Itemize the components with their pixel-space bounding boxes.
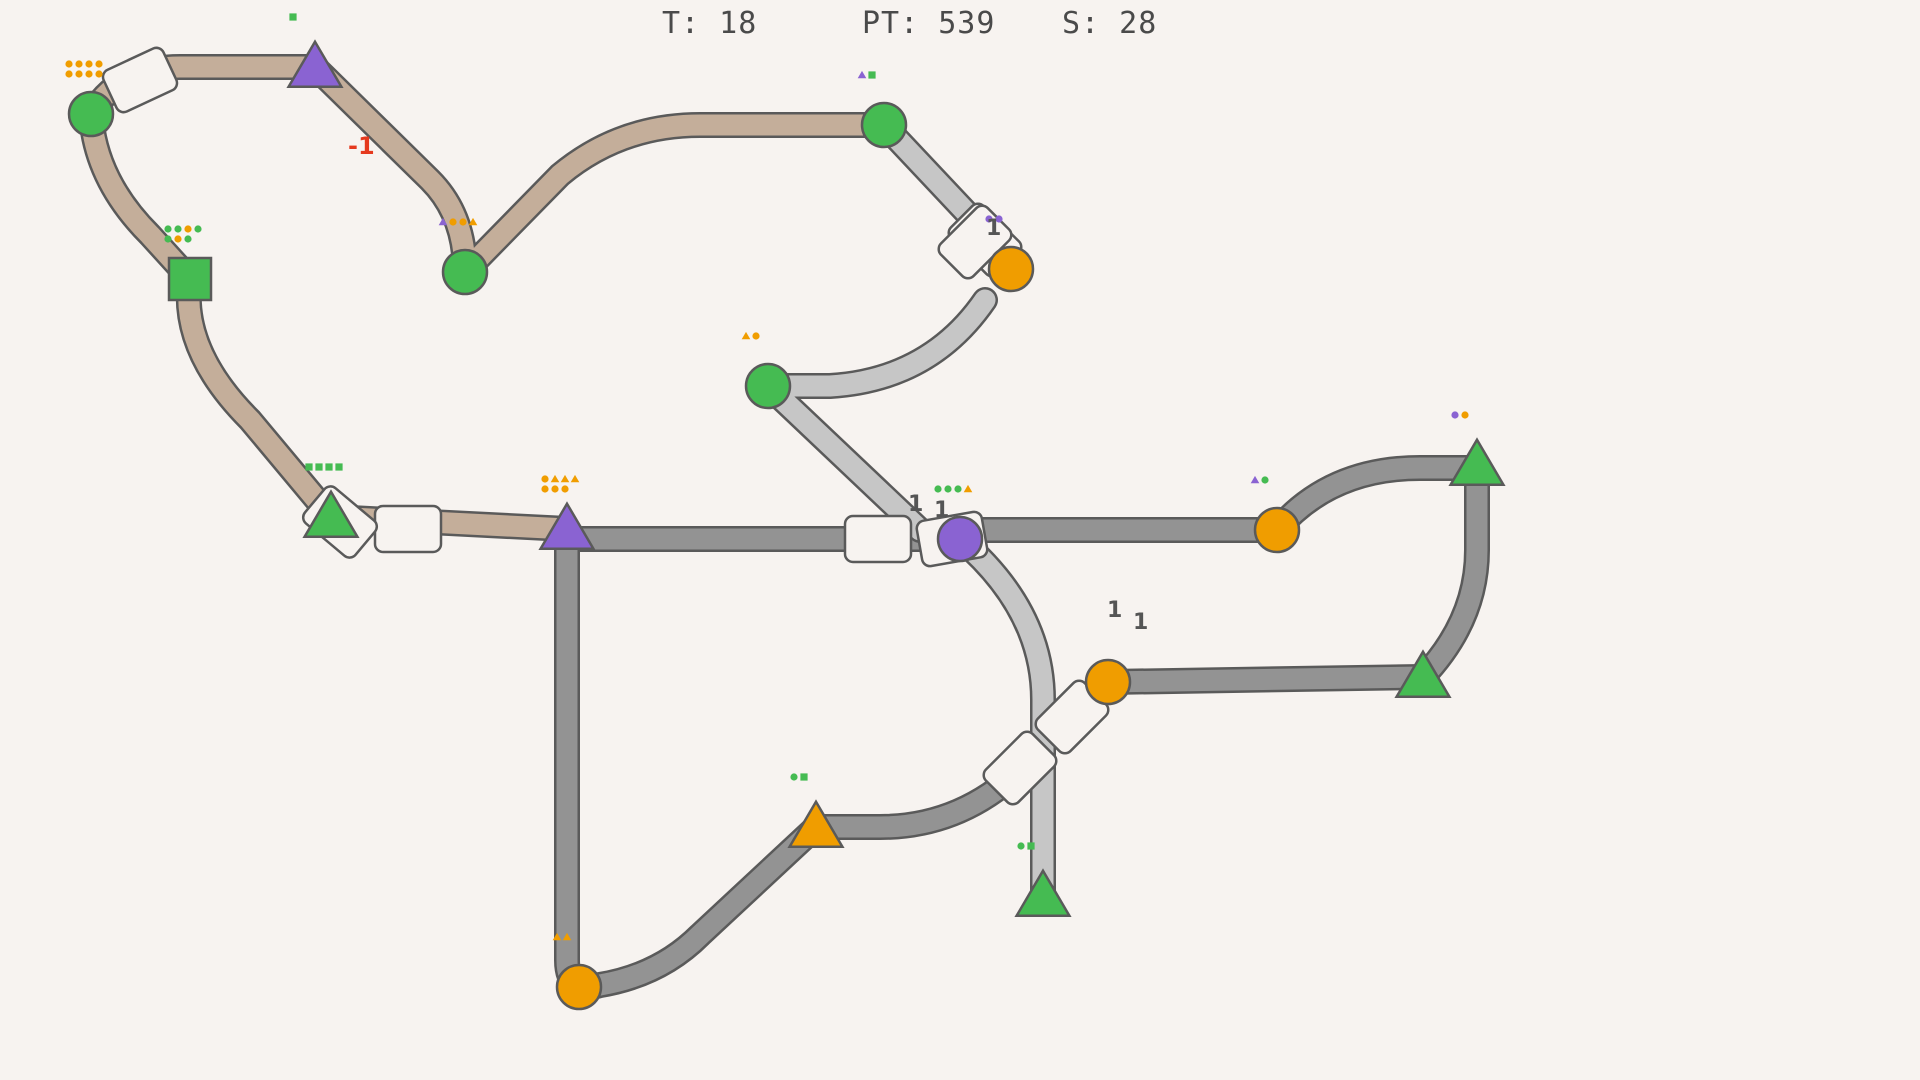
station-triangle-green[interactable] [302, 489, 360, 539]
passenger-circle-icon [184, 235, 192, 243]
passenger-circle-icon [934, 485, 942, 493]
line-dark-outline [554, 526, 1033, 1001]
penalty-popup: -1 [348, 132, 375, 160]
station-circle-orange[interactable] [1253, 506, 1301, 554]
passenger-circle-icon [75, 70, 83, 78]
passenger-square-icon [335, 463, 343, 471]
station-circle-green[interactable] [67, 90, 115, 138]
passenger-circle-icon [985, 215, 993, 223]
train[interactable] [980, 728, 1059, 807]
passenger-circle-icon [65, 70, 73, 78]
passenger-circle-icon [75, 60, 83, 68]
passenger-triangle-icon [1250, 475, 1260, 484]
station-triangle-green[interactable] [1014, 868, 1072, 918]
passenger-circle-icon [449, 218, 457, 226]
passenger-triangle-icon [468, 217, 478, 226]
passenger-circle-icon [174, 225, 182, 233]
station-circle-orange[interactable] [1084, 658, 1132, 706]
train-count-label: 1 [908, 492, 924, 517]
station-square-green[interactable] [167, 256, 213, 302]
passenger-circle-icon [1451, 411, 1459, 419]
train[interactable] [843, 514, 913, 564]
train-count-label: 1 [1133, 610, 1149, 635]
passenger-square-icon [1027, 842, 1035, 850]
passenger-square-icon [868, 71, 876, 79]
passenger-circle-icon [164, 235, 172, 243]
score-counter: S: 28 [1062, 6, 1158, 41]
passenger-square-icon [800, 773, 808, 781]
passenger-circle-icon [164, 225, 172, 233]
station-circle-purple[interactable] [936, 515, 984, 563]
passenger-circle-icon [95, 60, 103, 68]
passenger-circle-icon [95, 70, 103, 78]
passenger-circle-icon [1017, 842, 1025, 850]
train-count-label: 1 [934, 498, 950, 523]
passenger-circle-icon [85, 70, 93, 78]
passenger-circle-icon [561, 485, 569, 493]
passenger-triangle-icon [741, 331, 751, 340]
passenger-triangle-icon [560, 474, 570, 483]
passenger-triangle-icon [963, 484, 973, 493]
line-light[interactable] [757, 289, 996, 541]
passenger-square-icon [325, 463, 333, 471]
station-circle-green[interactable] [860, 101, 908, 149]
passenger-triangle-icon [857, 70, 867, 79]
passenger-circle-icon [551, 485, 559, 493]
passenger-circle-icon [459, 218, 467, 226]
passenger-circle-icon [85, 60, 93, 68]
train-count-label: 1 [986, 216, 1002, 241]
train-count-label: 1 [1107, 598, 1123, 623]
passenger-circle-icon [184, 225, 192, 233]
station-circle-orange[interactable] [987, 245, 1035, 293]
train[interactable] [373, 504, 443, 554]
station-triangle-purple[interactable] [286, 39, 344, 89]
passenger-triangle-icon [552, 932, 562, 941]
station-triangle-purple[interactable] [538, 501, 596, 551]
passenger-circle-icon [65, 60, 73, 68]
train[interactable] [100, 45, 179, 115]
passenger-circle-icon [944, 485, 952, 493]
line-dark[interactable] [556, 528, 1031, 998]
passenger-circle-icon [1461, 411, 1469, 419]
station-triangle-orange[interactable] [787, 799, 845, 849]
passenger-square-icon [289, 13, 297, 21]
passenger-square-icon [315, 463, 323, 471]
passenger-circle-icon [541, 485, 549, 493]
passenger-triangle-icon [562, 932, 572, 941]
points-counter: PT: 539 [862, 6, 996, 41]
passenger-square-icon [305, 463, 313, 471]
passenger-circle-icon [995, 215, 1003, 223]
passenger-circle-icon [954, 485, 962, 493]
passenger-circle-icon [790, 773, 798, 781]
passenger-circle-icon [752, 332, 760, 340]
passenger-circle-icon [194, 225, 202, 233]
passenger-circle-icon [541, 475, 549, 483]
station-circle-orange[interactable] [555, 963, 603, 1011]
station-triangle-green[interactable] [1448, 437, 1506, 487]
station-circle-green[interactable] [744, 362, 792, 410]
station-triangle-green[interactable] [1394, 649, 1452, 699]
line-tan[interactable] [80, 56, 895, 283]
passenger-triangle-icon [550, 474, 560, 483]
passenger-circle-icon [1261, 476, 1269, 484]
passenger-circle-icon [174, 235, 182, 243]
station-circle-green[interactable] [441, 248, 489, 296]
passenger-triangle-icon [570, 474, 580, 483]
passenger-triangle-icon [438, 217, 448, 226]
time-counter: T: 18 [662, 6, 758, 41]
